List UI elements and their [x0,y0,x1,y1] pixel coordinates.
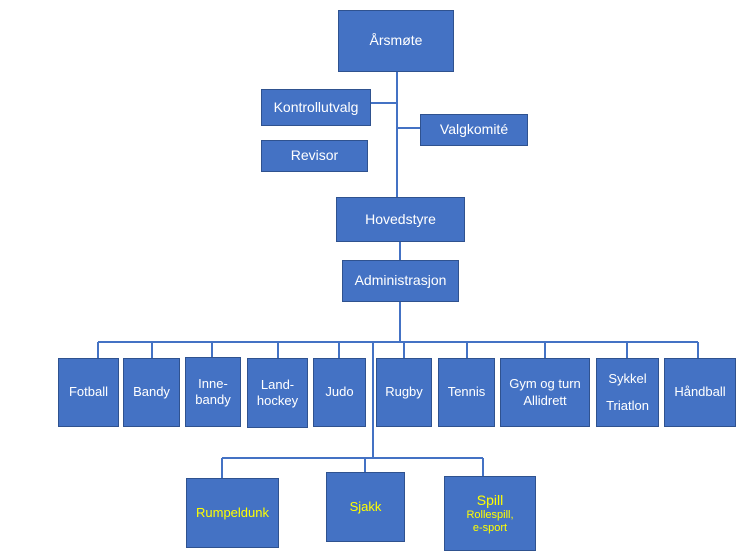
spill-label: Spill [476,491,504,508]
sykkel-label-line1: Sykkel [608,371,647,387]
revisor-box: Revisor [261,140,368,172]
sjakk-box: Sjakk [326,472,405,542]
administrasjon-box: Administrasjon [342,260,459,302]
rumpeldunk-box: Rumpeldunk [186,478,279,548]
innebandy-box: Inne- bandy [185,357,241,427]
gym-og-turn-box: Gym og turn Allidrett [500,358,590,427]
arsmote-box: Årsmøte [338,10,454,72]
tennis-box: Tennis [438,358,495,427]
sykkel-box: Sykkel Triatlon [596,358,659,427]
landhockey-label-line2: hockey [256,393,299,408]
bandy-box: Bandy [123,358,180,427]
innebandy-label-line1: Inne- [198,375,228,391]
valgkomite-box: Valgkomité [420,114,528,146]
kontrollutvalg-box: Kontrollutvalg [261,89,371,126]
judo-box: Judo [313,358,366,427]
hovedstyre-box: Hovedstyre [336,197,465,242]
gym-label-line1: Gym og turn [509,376,581,392]
spill-sub-line2: e-sport [472,522,508,535]
rugby-box: Rugby [376,358,432,427]
gym-label-line2: Allidrett [523,392,567,408]
spill-sub-line1: Rollespill, [466,509,514,522]
sykkel-label-line2: Triatlon [606,397,649,413]
innebandy-label-line2: bandy [195,392,231,407]
landhockey-label-line1: Land- [260,376,295,392]
fotball-box: Fotball [58,358,119,427]
handball-box: Håndball [664,358,736,427]
landhockey-box: Land- hockey [247,358,308,428]
spill-box: Spill Rollespill, e-sport [444,476,536,551]
